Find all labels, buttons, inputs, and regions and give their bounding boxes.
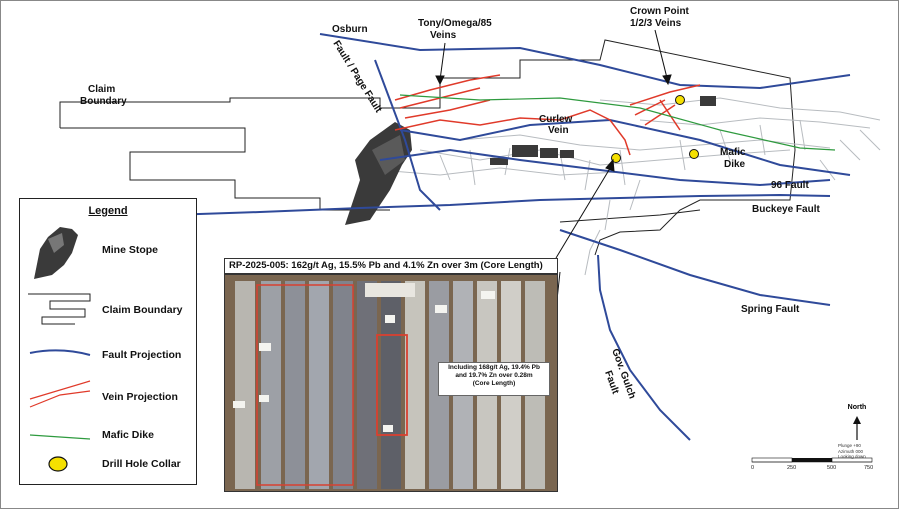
- label-curlew: Curlew: [539, 114, 573, 125]
- fault-line-icon: [29, 349, 91, 356]
- drill-collar-crown-point: [675, 95, 685, 105]
- legend-label-vein: Vein Projection: [102, 391, 178, 403]
- drill-collar-icon: [48, 456, 68, 472]
- label-96-fault: 96 Fault: [771, 180, 809, 191]
- legend: Legend Mine Stope Claim Boundary Fault P…: [19, 198, 197, 485]
- label-claim: Claim: [88, 84, 115, 95]
- gov-gulch-fault: [597, 254, 691, 441]
- looking-note: Looking down: [838, 454, 866, 459]
- label-curlew-vein: Vein: [548, 125, 569, 136]
- core-box-dividers: [256, 284, 408, 486]
- legend-label-fault: Fault Projection: [102, 349, 182, 361]
- callout-line-3: (Core Length): [472, 380, 516, 387]
- callout-line-2: and 19.7% Zn over 0.28m: [455, 372, 533, 379]
- claim-boundary: [59, 39, 796, 256]
- legend-label-stope: Mine Stope: [102, 244, 159, 256]
- scale-tick-750: 750: [864, 465, 874, 471]
- stope-icon: [34, 227, 78, 279]
- spring-fault: [559, 229, 831, 306]
- drill-collar-mafic: [689, 149, 699, 159]
- osburn-fault: [319, 33, 851, 90]
- claim-boundary-icon: [28, 293, 91, 325]
- azimuth-note: Azimuth 000: [838, 448, 864, 454]
- scale-tick-250: 250: [787, 465, 797, 471]
- curlew-fault: [399, 118, 851, 176]
- north-arrow-icon: [853, 416, 861, 440]
- core-callout: Including 168g/t Ag, 19.4% Pb and 19.7% …: [438, 362, 550, 396]
- scale-bar: [751, 457, 873, 463]
- legend-symbols: [28, 227, 91, 472]
- label-osburn: Osburn: [332, 24, 368, 35]
- legend-label-mafic: Mafic Dike: [102, 429, 154, 441]
- mine-stopes: [345, 96, 716, 225]
- label-boundary: Boundary: [80, 96, 127, 107]
- callout-line-1: Including 168g/t Ag, 19.4% Pb: [448, 364, 540, 371]
- label-crown-veins: 1/2/3 Veins: [630, 18, 682, 29]
- fault-96: [379, 148, 831, 187]
- plunge-note: Plunge +90: [838, 443, 861, 448]
- label-tony-veins: Veins: [430, 30, 457, 41]
- drill-collar-rp-2025-005: [611, 153, 621, 163]
- drill-collars: [611, 95, 699, 163]
- scale-tick-0: 0: [751, 465, 755, 471]
- legend-title: Legend: [88, 205, 128, 217]
- label-crown-point: Crown Point: [630, 6, 690, 17]
- page-fault: [374, 59, 441, 211]
- scale-tick-500: 500: [827, 465, 837, 471]
- label-dike: Dike: [724, 159, 746, 170]
- buckeye-fault: [169, 193, 831, 216]
- label-mafic: Mafic: [720, 147, 746, 158]
- north-notes: Plunge +90 Azimuth 000 Looking down: [838, 443, 888, 460]
- label-page-fault: Fault / Page Fault: [330, 39, 384, 116]
- legend-label-collar: Drill Hole Collar: [102, 458, 181, 470]
- mafic-dike-icon: [29, 434, 91, 440]
- label-spring-fault: Spring Fault: [741, 304, 800, 315]
- legend-label-claim: Claim Boundary: [102, 304, 183, 316]
- label-tony-omega: Tony/Omega/85: [418, 18, 492, 29]
- vein-line-icon: [29, 380, 91, 408]
- mafic-dike: [399, 94, 836, 151]
- core-intercept-title: RP-2025-005: 162g/t Ag, 15.5% Pb and 4.1…: [224, 258, 558, 274]
- label-buckeye-fault: Buckeye Fault: [752, 204, 820, 215]
- north-label: North: [847, 404, 867, 411]
